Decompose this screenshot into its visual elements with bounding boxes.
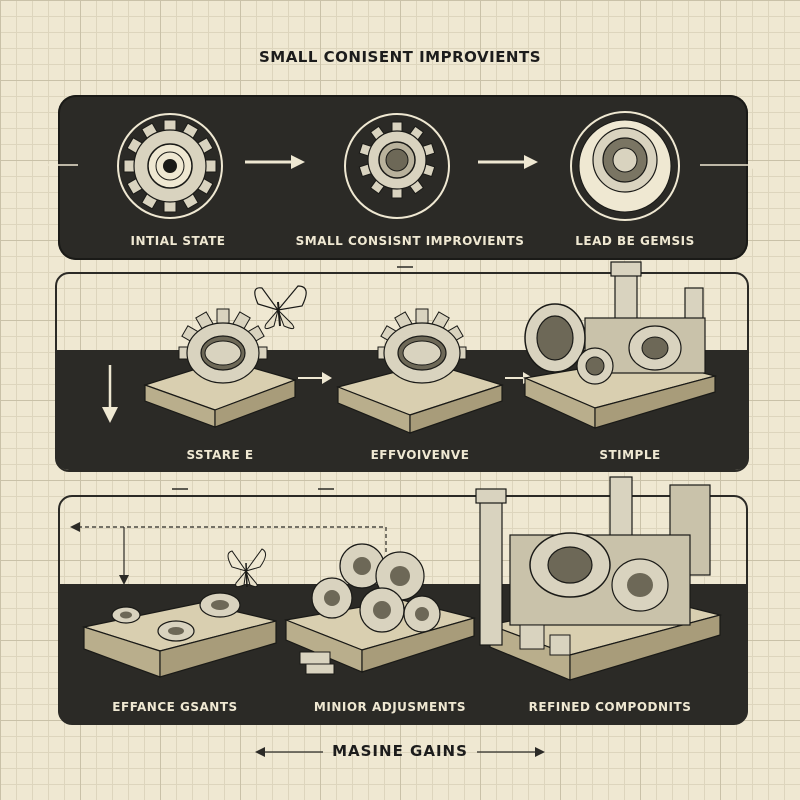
divider-arrow-icon xyxy=(172,488,188,490)
row3-label-1: EFFANCE GSANTS xyxy=(112,700,238,714)
footer-right-arrow-icon xyxy=(477,747,545,757)
machine-icon xyxy=(522,261,718,429)
machine-icon xyxy=(475,476,723,681)
footer-left-arrow-icon xyxy=(255,747,323,757)
row2-label-3: STIMPLE xyxy=(599,448,661,462)
row3-label-3: REFINED COMPODNITS xyxy=(528,700,692,714)
bearing-icon xyxy=(570,111,680,221)
row2-label-2: EFFVOIVENVE xyxy=(370,448,470,462)
row3-label-2: MINIOR ADJUSMENTS xyxy=(313,700,467,714)
gear-block-icon xyxy=(143,308,297,428)
butterfly-icon xyxy=(254,285,307,330)
row1-label-3: LEAD BE GEMSIS xyxy=(575,234,695,248)
loop-arrow-icon xyxy=(70,522,387,585)
gear-icon xyxy=(117,113,223,219)
arrow-right-icon xyxy=(245,155,305,169)
butterfly-icon xyxy=(227,548,266,588)
gear-block-icon xyxy=(336,308,504,434)
arrow-right-icon xyxy=(478,155,538,169)
divider-arrow-icon xyxy=(318,488,334,490)
row1-label-2: SMALL CONSISNT IMPROVIENTS xyxy=(295,234,525,248)
arrow-right-icon xyxy=(298,372,332,384)
row1-label-1: INTIAL STATE xyxy=(130,234,226,248)
gear-cluster-icon xyxy=(283,543,477,675)
row1-right-arrow-icon xyxy=(700,161,760,169)
parts-block-icon xyxy=(81,592,277,678)
divider-arrow-icon xyxy=(397,266,413,268)
gear-icon xyxy=(344,113,450,219)
arrow-down-icon xyxy=(102,365,118,423)
footer-title: MASINE GAINS xyxy=(332,742,468,760)
row1-left-arrow-icon xyxy=(40,161,78,169)
page-title: SMALL CONISENT IMPROVIENTS xyxy=(258,48,542,66)
row2-label-1: SSTARE E xyxy=(186,448,254,462)
